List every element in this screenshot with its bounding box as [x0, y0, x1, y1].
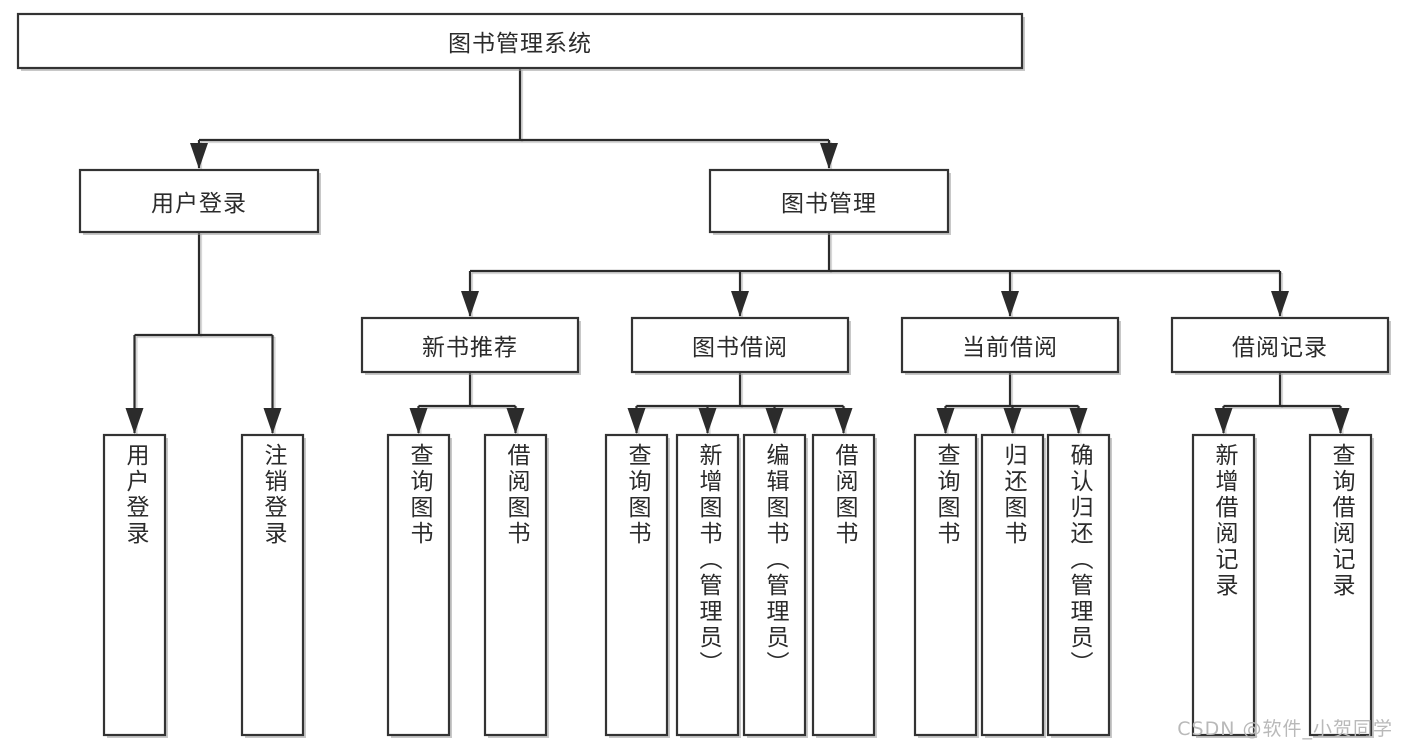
arrow-head-icon	[1001, 291, 1019, 317]
arrow-head-icon	[409, 408, 428, 434]
arrow-head-icon	[834, 408, 853, 434]
node-box-book-borrow[interactable]	[630, 316, 850, 374]
arrow-head-icon	[1003, 408, 1022, 434]
node-box-confirm-return[interactable]	[1046, 433, 1111, 737]
node-box-query-book-2[interactable]	[604, 433, 669, 737]
arrow-head-icon	[936, 408, 955, 434]
node-box-add-book[interactable]	[675, 433, 740, 737]
node-box-add-borrow-record[interactable]	[1191, 433, 1256, 737]
node-box-user-login-do[interactable]	[102, 433, 167, 737]
arrow-head-icon	[461, 291, 479, 317]
arrow-head-icon	[731, 291, 749, 317]
arrow-head-icon	[765, 408, 784, 434]
node-box-query-borrow-record[interactable]	[1308, 433, 1373, 737]
arrow-head-icon	[190, 143, 208, 169]
edges-layer	[125, 68, 1350, 435]
arrow-head-icon	[1069, 408, 1088, 434]
boxes-layer	[16, 12, 1391, 738]
node-box-current-borrow[interactable]	[900, 316, 1120, 374]
arrow-head-icon	[125, 408, 144, 434]
arrow-head-icon	[263, 408, 282, 434]
node-box-query-book-1[interactable]	[386, 433, 451, 737]
node-box-borrow-book-1[interactable]	[483, 433, 548, 737]
node-box-borrow-record[interactable]	[1170, 316, 1390, 374]
arrow-head-icon	[698, 408, 717, 434]
node-box-user-login[interactable]	[78, 168, 320, 234]
node-box-borrow-book-2[interactable]	[811, 433, 876, 737]
node-box-book-manage[interactable]	[708, 168, 950, 234]
node-box-edit-book[interactable]	[742, 433, 807, 737]
arrow-head-icon	[1214, 408, 1233, 434]
arrow-head-icon	[820, 143, 838, 169]
arrow-head-icon	[627, 408, 646, 434]
arrow-head-icon	[506, 408, 525, 434]
node-box-query-book-3[interactable]	[913, 433, 978, 737]
node-box-return-book[interactable]	[980, 433, 1045, 737]
arrow-head-icon	[1271, 291, 1289, 317]
arrow-head-icon	[1331, 408, 1350, 434]
node-box-root[interactable]	[16, 12, 1024, 70]
node-box-new-book-recommend[interactable]	[360, 316, 580, 374]
node-box-user-logout[interactable]	[240, 433, 305, 737]
